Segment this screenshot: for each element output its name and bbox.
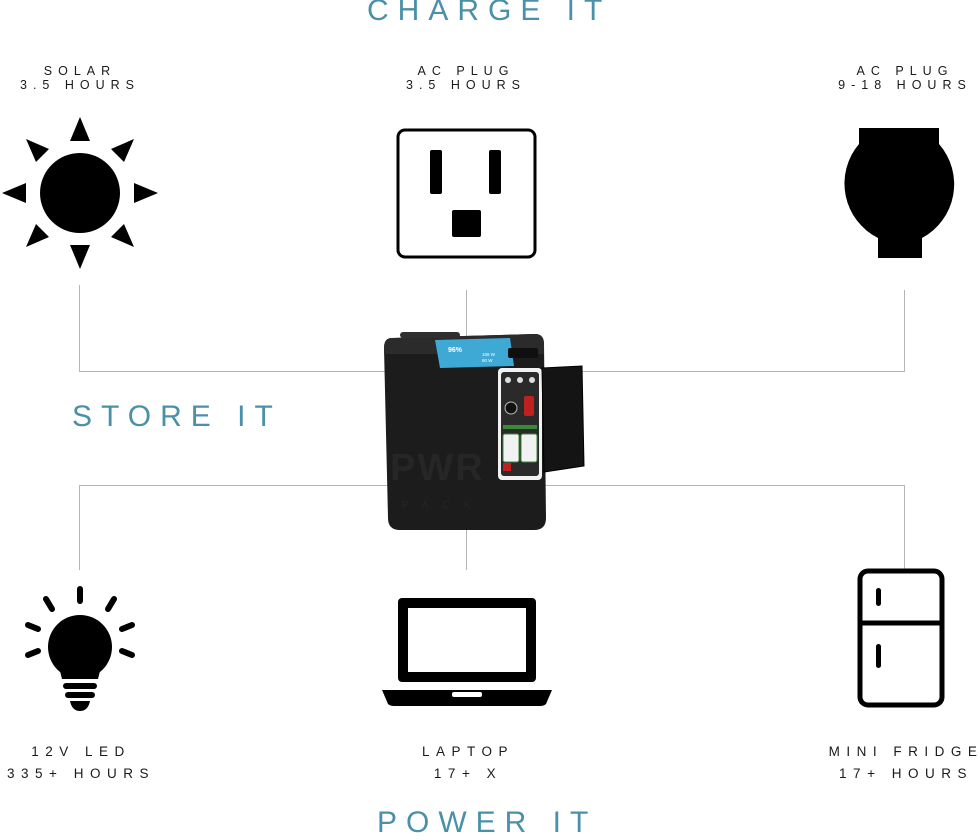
led-label: 12V LED (31, 744, 131, 759)
connector-led-vertical (79, 485, 80, 570)
ac-plug-2-time: 9-18 HOURS (838, 78, 972, 92)
power-station-device: 96% 106 W 80 W PWR PACK (384, 332, 585, 530)
ac-plug-2-label: AC PLUG (856, 64, 954, 78)
laptop-time: 17+ X (433, 766, 503, 781)
sun-icon (2, 117, 158, 269)
light-bulb-icon (25, 586, 135, 711)
connector-laptop-vertical (466, 525, 467, 570)
laptop-label: LAPTOP (421, 744, 515, 759)
display-percent: 96% (448, 347, 463, 354)
ac-plug-time: 3.5 HOURS (406, 78, 526, 92)
laptop-caption: LAPTOP 17+ X (388, 741, 548, 785)
connector-solar-vertical (79, 285, 80, 372)
solar-time: 3.5 HOURS (20, 78, 140, 92)
fridge-icon (857, 568, 945, 708)
display-in: 106 W (482, 352, 496, 357)
solar-caption: SOLAR 3.5 HOURS (0, 64, 160, 92)
power-it-title: POWER IT (377, 806, 598, 839)
ac-plug-label: AC PLUG (417, 64, 515, 78)
charge-it-title: CHARGE IT (367, 0, 612, 27)
solar-label: SOLAR (43, 64, 117, 78)
connector-acplug-vertical (466, 290, 467, 340)
round-plug-icon (844, 128, 955, 258)
fridge-caption: MINI FRIDGE 17+ HOURS (806, 741, 980, 785)
ac-outlet-icon (396, 128, 537, 259)
store-it-title: STORE IT (72, 400, 282, 433)
laptop-icon (382, 598, 552, 706)
display-out: 80 W (482, 358, 493, 363)
fridge-time: 17+ HOURS (839, 766, 973, 781)
device-brand-text: PWR (390, 447, 485, 489)
ac-plug-caption: AC PLUG 3.5 HOURS (386, 64, 546, 92)
led-caption: 12V LED 335+ HOURS (0, 741, 166, 785)
connector-roundplug-vertical (904, 290, 905, 372)
led-time: 335+ HOURS (7, 766, 155, 781)
svg-text:PACK: PACK (402, 500, 485, 511)
connector-fridge-vertical (904, 485, 905, 573)
fridge-label: MINI FRIDGE (828, 744, 980, 759)
ac-plug-2-caption: AC PLUG 9-18 HOURS (820, 64, 980, 92)
